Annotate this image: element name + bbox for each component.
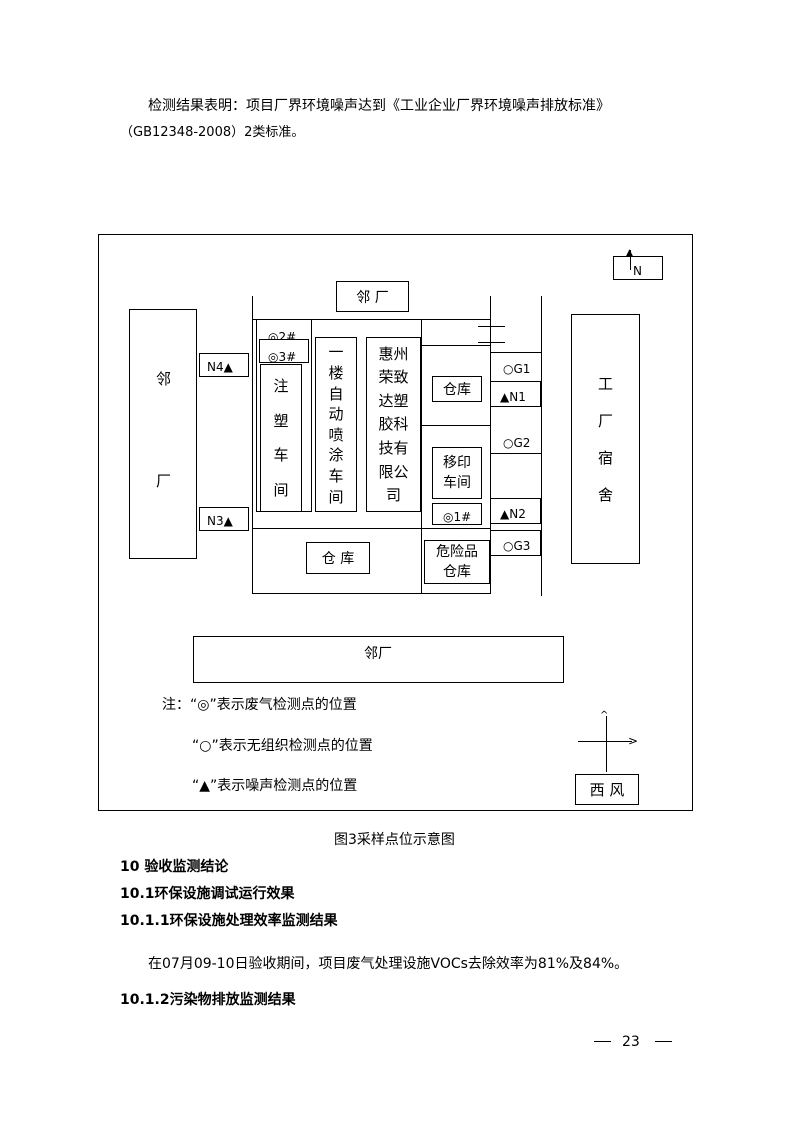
injection-char-1: 注 (273, 377, 289, 396)
spray-char-6: 涂 (328, 446, 344, 465)
legend-noise: “▲”表示噪声检测点的位置 (192, 778, 358, 794)
spray-char-5: 喷 (328, 425, 344, 444)
left-neighbor-factory: 邻 厂 (129, 309, 197, 559)
page-dash-right (655, 1041, 672, 1042)
heading-10-1-1: 10.1.1环保设施处理效率监测结果 (120, 913, 338, 929)
wind-compass-vertical (606, 716, 607, 772)
heading-10-1-2: 10.1.2污染物排放监测结果 (120, 992, 296, 1008)
paragraph-10-1-1: 在07月09-10日验收期间，项目废气处理设施VOCs去除效率为81%及84%。 (148, 956, 629, 972)
factory-inner-divider (421, 319, 422, 593)
company-line-4: 胶科 (378, 415, 409, 434)
noise-point-n1: ▲N1 (500, 390, 526, 404)
left-neighbor-char-2: 厂 (156, 472, 172, 490)
north-label: N (633, 264, 642, 278)
north-indicator (613, 256, 663, 280)
spray-char-3: 自 (328, 384, 344, 403)
noise-point-n2-box (490, 498, 541, 524)
intro-line-2: （GB12348-2008）2类标准。 (120, 125, 305, 140)
noise-point-n1-box (490, 381, 541, 407)
wind-arrow-right-icon: > (628, 734, 639, 748)
bottom-neighbor-factory: 邻厂 (193, 636, 564, 683)
company-building: 惠州 荣致 达塑 胶科 技有 限公 司 (366, 337, 421, 512)
page-dash-left (594, 1041, 611, 1042)
noise-point-n3: N3▲ (207, 514, 233, 528)
company-line-1: 惠州 (378, 344, 409, 363)
dorm-char-4: 舍 (597, 485, 613, 504)
noise-point-n2: ▲N2 (500, 507, 526, 521)
print-line-1: 移印 (443, 455, 471, 471)
print-line-2: 车间 (443, 475, 471, 491)
north-arrow-shaft (630, 250, 631, 270)
fugitive-point-g3-box (490, 530, 541, 556)
heading-10-1: 10.1环保设施调试运行效果 (120, 886, 295, 902)
left-neighbor-char-1: 邻 (156, 370, 172, 388)
road-right-edge (541, 296, 542, 596)
inner-line-b (421, 425, 490, 426)
spray-char-2: 楼 (328, 363, 344, 382)
noise-point-n3-box (199, 507, 249, 531)
spray-char-8: 间 (328, 487, 344, 506)
hazardous-goods-warehouse: 危险品 仓库 (424, 540, 490, 584)
injection-molding-workshop: 注 塑 车 间 (260, 364, 302, 512)
exhaust-point-3: ◎3# (268, 350, 297, 364)
wind-direction-label: 西 风 (575, 774, 639, 805)
heading-10: 10 验收监测结论 (120, 859, 229, 875)
fugitive-point-g3: ○G3 (503, 539, 531, 553)
fugitive-point-g1: ○G1 (503, 362, 531, 376)
road-line-2 (490, 453, 541, 454)
injection-char-3: 车 (273, 446, 289, 465)
company-line-6: 限公 (378, 462, 409, 481)
road-tick-1 (478, 326, 505, 327)
wind-compass-horizontal (578, 741, 632, 742)
company-line-5: 技有 (378, 439, 409, 458)
road-left-edge (490, 296, 491, 593)
dorm-char-2: 厂 (597, 411, 613, 430)
exhaust-point-3-box (259, 339, 309, 363)
spray-painting-workshop: 一 楼 自 动 喷 涂 车 间 (315, 337, 357, 512)
road-tick-2 (478, 342, 505, 343)
bottom-neighbor-label: 邻厂 (364, 646, 392, 662)
company-line-7: 司 (385, 486, 401, 505)
noise-point-n4: N4▲ (207, 360, 233, 374)
legend-fugitive: “○”表示无组织检测点的位置 (192, 738, 373, 754)
figure-caption: 图3采样点位示意图 (334, 832, 455, 848)
hazmat-line-2: 仓库 (443, 564, 471, 580)
factory-mid-wall (252, 528, 491, 529)
pad-printing-workshop: 移印 车间 (432, 447, 482, 499)
company-line-2: 荣致 (378, 368, 409, 387)
spray-char-1: 一 (328, 343, 344, 362)
legend-exhaust: 注：“◎”表示废气检测点的位置 (162, 697, 357, 713)
factory-left-wall (252, 296, 253, 593)
inner-line-a (421, 345, 490, 346)
factory-dormitory: 工 厂 宿 舍 (571, 314, 640, 564)
dorm-char-3: 宿 (597, 448, 613, 467)
road-line-1 (490, 352, 541, 353)
hazmat-line-1: 危险品 (436, 544, 478, 560)
warehouse-lower: 仓 库 (306, 542, 370, 574)
intro-line-1: 检测结果表明：项目厂界环境噪声达到《工业企业厂界环境噪声排放标准》 (148, 98, 610, 114)
injection-char-2: 塑 (273, 411, 289, 430)
dorm-char-1: 工 (597, 374, 613, 393)
company-line-3: 达塑 (378, 391, 409, 410)
injection-char-4: 间 (273, 480, 289, 499)
exhaust-point-1-box (432, 503, 482, 525)
page-number: 23 (622, 1034, 640, 1050)
wind-arrow-up-icon: ^ (600, 710, 609, 721)
north-arrow-head-icon: ▲ (626, 248, 633, 258)
noise-point-n4-box (199, 353, 249, 377)
factory-top-wall (252, 319, 491, 320)
exhaust-point-1: ◎1# (443, 510, 472, 524)
top-neighbor-factory: 邻 厂 (336, 281, 409, 312)
factory-bottom-wall (252, 593, 491, 594)
warehouse-upper: 仓库 (432, 376, 482, 402)
spray-char-7: 车 (328, 467, 344, 486)
spray-char-4: 动 (328, 405, 344, 424)
fugitive-point-g2: ○G2 (503, 436, 531, 450)
